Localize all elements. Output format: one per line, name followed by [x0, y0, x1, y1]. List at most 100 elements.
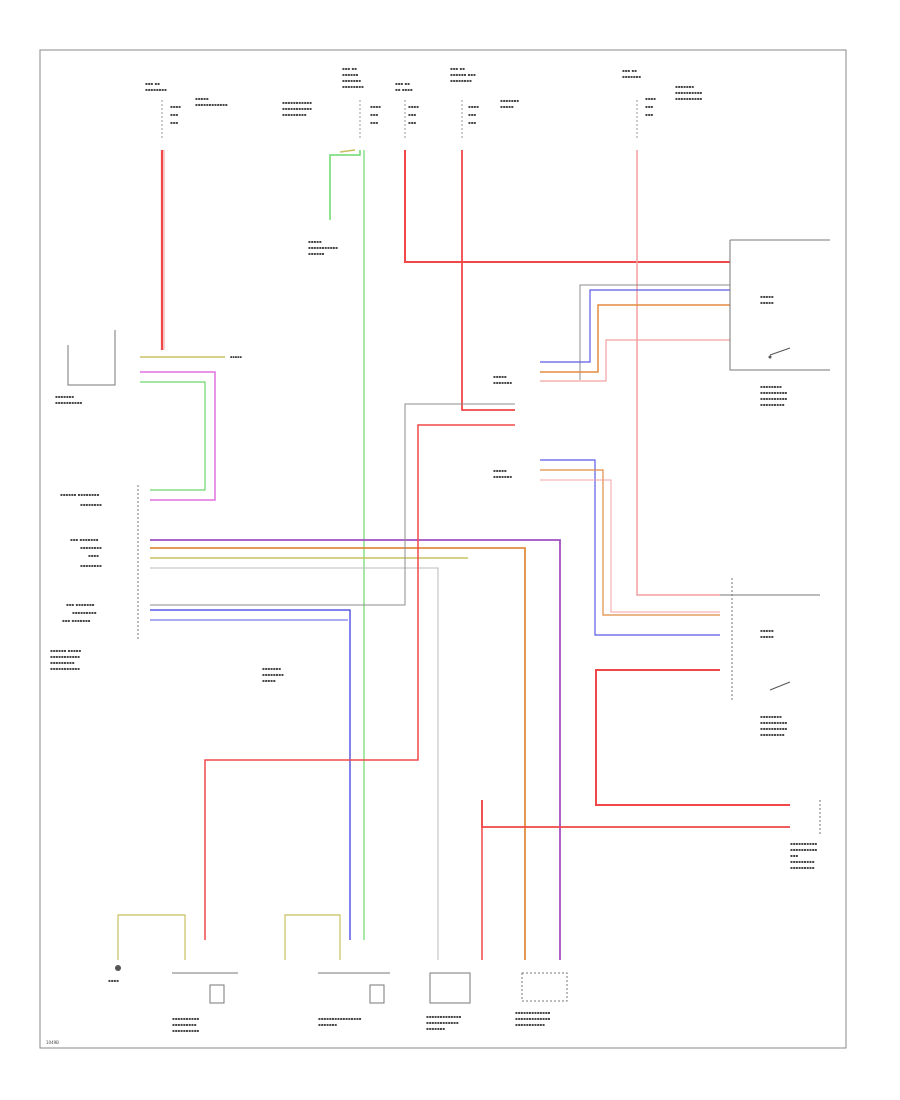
svg-text:▪▪▪▪▪▪ ▪▪▪▪▪▪▪▪: ▪▪▪▪▪▪ ▪▪▪▪▪▪▪▪ [60, 492, 100, 497]
svg-text:▪▪▪▪▪▪▪▪▪▪: ▪▪▪▪▪▪▪▪▪▪ [760, 720, 787, 725]
svg-text:▪▪▪▪: ▪▪▪▪ [170, 104, 181, 109]
svg-text:▪▪▪▪▪: ▪▪▪▪▪ [760, 294, 774, 299]
control-module: ▪▪▪▪▪▪ ▪▪▪▪▪▪▪▪▪▪▪▪▪▪▪▪ ▪▪▪ ▪▪▪▪▪▪▪▪▪▪▪▪… [50, 485, 139, 671]
svg-text:▪▪▪▪▪: ▪▪▪▪▪ [493, 374, 507, 379]
component-bottom-4: ▪▪▪▪▪▪▪▪▪▪▪▪▪▪▪▪▪▪▪▪▪▪▪▪▪▪▪▪▪▪▪▪▪▪▪▪▪ [515, 972, 568, 1027]
component-bottom-1: ▪▪▪▪▪▪▪▪▪▪▪▪▪▪▪▪▪▪▪▪▪▪▪▪▪▪▪▪▪ [172, 972, 238, 1033]
svg-text:▪▪▪ ▪▪: ▪▪▪ ▪▪ [342, 66, 357, 71]
svg-text:▪▪▪ ▪▪▪▪▪▪▪: ▪▪▪ ▪▪▪▪▪▪▪ [70, 537, 99, 542]
svg-text:▪▪▪▪▪▪▪▪: ▪▪▪▪▪▪▪▪ [80, 545, 102, 550]
svg-text:▪▪▪: ▪▪▪ [170, 112, 178, 117]
svg-text:▪▪▪▪▪▪ ▪▪▪▪▪: ▪▪▪▪▪▪ ▪▪▪▪▪ [50, 648, 81, 653]
svg-text:▪▪▪▪▪▪▪▪▪: ▪▪▪▪▪▪▪▪▪ [172, 1022, 197, 1027]
component-bottom-2: ▪▪▪▪▪▪▪▪▪▪▪▪▪▪▪▪▪▪▪▪▪▪▪ [318, 972, 390, 1027]
svg-text:▪▪▪▪▪▪▪▪▪▪▪▪▪: ▪▪▪▪▪▪▪▪▪▪▪▪▪ [426, 1014, 462, 1019]
ground-symbol: ▪▪▪▪ [108, 965, 121, 983]
svg-text:▪▪▪▪: ▪▪▪▪ [88, 553, 99, 558]
svg-text:▪▪▪ ▪▪: ▪▪▪ ▪▪ [395, 81, 410, 86]
svg-text:▪▪▪▪▪▪▪▪: ▪▪▪▪▪▪▪▪ [450, 78, 472, 83]
svg-text:▪▪▪▪▪▪▪▪▪▪: ▪▪▪▪▪▪▪▪▪▪ [790, 841, 817, 846]
svg-text:▪▪▪▪▪▪▪▪: ▪▪▪▪▪▪▪▪ [342, 84, 364, 89]
svg-text:▪▪▪▪▪▪▪▪▪▪▪▪: ▪▪▪▪▪▪▪▪▪▪▪▪ [195, 102, 228, 107]
svg-text:▪▪▪▪▪▪: ▪▪▪▪▪▪ [308, 251, 325, 256]
svg-text:▪▪▪▪▪▪▪▪▪: ▪▪▪▪▪▪▪▪▪ [282, 112, 307, 117]
svg-text:▪▪▪▪: ▪▪▪▪ [108, 978, 119, 983]
svg-text:▪▪▪▪▪▪▪▪▪▪: ▪▪▪▪▪▪▪▪▪▪ [790, 847, 817, 852]
wire-blue-relay-top [540, 289, 730, 363]
svg-text:▪▪▪▪▪▪▪▪▪: ▪▪▪▪▪▪▪▪▪ [50, 660, 75, 665]
svg-text:▪▪▪: ▪▪▪ [170, 120, 178, 125]
svg-text:▪▪▪▪▪: ▪▪▪▪▪ [493, 468, 507, 473]
svg-text:▪▪▪ ▪▪: ▪▪▪ ▪▪ [622, 68, 637, 73]
svg-text:▪▪▪: ▪▪▪ [790, 853, 798, 858]
svg-text:▪▪▪▪▪▪▪▪▪▪▪▪: ▪▪▪▪▪▪▪▪▪▪▪▪ [426, 1020, 459, 1025]
svg-text:▪▪▪▪▪▪▪▪▪▪: ▪▪▪▪▪▪▪▪▪▪ [760, 390, 787, 395]
svg-text:▪▪▪▪▪▪ ▪▪▪: ▪▪▪▪▪▪ ▪▪▪ [450, 72, 476, 77]
wire-red-relay-top [540, 339, 730, 382]
fuse-3: ▪▪▪ ▪▪▪▪ ▪▪▪▪ ▪▪▪▪▪▪▪▪▪▪ [395, 81, 419, 140]
svg-text:▪▪▪▪▪▪▪▪▪▪▪: ▪▪▪▪▪▪▪▪▪▪▪ [515, 1022, 545, 1027]
svg-text:▪▪▪: ▪▪▪ [408, 120, 416, 125]
svg-text:▪▪▪▪▪▪▪▪▪▪▪▪▪: ▪▪▪▪▪▪▪▪▪▪▪▪▪ [515, 1016, 551, 1021]
svg-text:▪▪▪▪▪▪▪▪▪: ▪▪▪▪▪▪▪▪▪ [760, 732, 785, 737]
component-bottom-3: ▪▪▪▪▪▪▪▪▪▪▪▪▪▪▪▪▪▪▪▪▪▪▪▪▪▪▪▪▪▪▪▪ [426, 972, 471, 1031]
junction-box-right: ▪▪▪▪▪▪▪▪▪▪▪▪▪▪▪▪▪▪▪▪▪▪▪▪▪▪▪▪▪▪▪▪▪▪▪▪▪▪▪▪… [790, 800, 821, 870]
svg-text:▪▪▪▪▪▪▪: ▪▪▪▪▪▪▪ [318, 1022, 337, 1027]
svg-text:▪▪▪▪▪▪▪▪▪▪: ▪▪▪▪▪▪▪▪▪▪ [675, 90, 702, 95]
svg-text:▪▪▪: ▪▪▪ [408, 112, 416, 117]
svg-text:▪▪▪▪▪▪▪▪▪▪: ▪▪▪▪▪▪▪▪▪▪ [760, 726, 787, 731]
svg-text:▪▪▪▪▪▪▪▪▪▪▪: ▪▪▪▪▪▪▪▪▪▪▪ [50, 654, 80, 659]
wire-red-relay-junction [595, 669, 790, 806]
svg-text:▪▪▪▪▪▪▪▪▪▪▪▪▪▪▪▪: ▪▪▪▪▪▪▪▪▪▪▪▪▪▪▪▪ [318, 1016, 362, 1021]
wire-violet-module [150, 539, 561, 960]
fuse-1: ▪▪▪ ▪▪▪▪▪▪▪▪▪▪ ▪▪▪▪▪▪▪▪▪▪ ▪▪▪▪▪▪▪▪▪▪▪▪▪▪… [145, 81, 228, 140]
diagram-frame [39, 49, 847, 1049]
wire-red-fuse3 [404, 150, 730, 263]
fuse-5: ▪▪▪ ▪▪▪▪▪▪▪▪▪ ▪▪▪▪▪▪▪▪▪▪ ▪▪▪▪▪▪▪▪▪▪▪▪▪▪▪… [622, 68, 702, 140]
wire-gray-relay-top [579, 284, 730, 380]
svg-text:▪▪▪: ▪▪▪ [468, 120, 476, 125]
wire-yellow-bottom-mid [284, 914, 341, 960]
svg-text:▪▪▪▪▪▪▪: ▪▪▪▪▪▪▪ [262, 666, 281, 671]
svg-text:▪▪▪▪: ▪▪▪▪ [645, 96, 656, 101]
svg-text:▪▪▪▪▪: ▪▪▪▪▪ [230, 355, 242, 359]
svg-text:▪▪▪▪▪▪▪▪: ▪▪▪▪▪▪▪▪ [80, 563, 102, 568]
svg-text:▪▪▪▪▪: ▪▪▪▪▪ [195, 96, 209, 101]
svg-text:▪▪▪: ▪▪▪ [370, 112, 378, 117]
wire-blue-battery [540, 459, 720, 636]
svg-text:▪▪▪: ▪▪▪ [370, 120, 378, 125]
svg-text:▪▪▪▪▪▪▪: ▪▪▪▪▪▪▪ [426, 1026, 445, 1031]
svg-text:▪▪▪▪▪▪▪▪: ▪▪▪▪▪▪▪▪ [262, 672, 284, 677]
svg-text:▪▪▪▪▪▪▪: ▪▪▪▪▪▪▪ [500, 98, 519, 103]
wire-yellow-fuse2 [339, 149, 356, 153]
svg-text:▪▪▪▪▪▪▪▪▪▪: ▪▪▪▪▪▪▪▪▪▪ [172, 1016, 199, 1021]
wire-orange-battery [540, 469, 720, 616]
wire-green-ign [140, 381, 206, 491]
svg-text:▪▪▪▪▪▪▪▪▪▪▪: ▪▪▪▪▪▪▪▪▪▪▪ [308, 245, 338, 250]
svg-text:▪▪▪▪▪: ▪▪▪▪▪ [262, 678, 276, 683]
svg-text:▪▪▪▪▪: ▪▪▪▪▪ [500, 104, 514, 109]
wire-yellow-bottom-left [117, 914, 186, 960]
svg-text:▪▪▪▪▪▪▪▪▪▪: ▪▪▪▪▪▪▪▪▪▪ [675, 96, 702, 101]
svg-text:▪▪▪▪▪▪▪: ▪▪▪▪▪▪▪ [55, 394, 74, 399]
svg-text:▪▪▪▪▪▪▪▪▪▪: ▪▪▪▪▪▪▪▪▪▪ [172, 1028, 199, 1033]
svg-text:▪▪▪▪▪▪▪: ▪▪▪▪▪▪▪ [493, 380, 512, 385]
svg-text:▪▪▪▪▪▪▪: ▪▪▪▪▪▪▪ [493, 474, 512, 479]
wire-red-battery [540, 479, 720, 613]
svg-text:▪▪▪▪▪▪▪▪▪▪▪: ▪▪▪▪▪▪▪▪▪▪▪ [282, 100, 312, 105]
svg-text:▪▪▪ ▪▪: ▪▪▪ ▪▪ [450, 66, 465, 71]
svg-text:▪▪▪: ▪▪▪ [645, 112, 653, 117]
svg-text:▪▪▪▪▪▪▪▪: ▪▪▪▪▪▪▪▪ [760, 384, 782, 389]
wire-red-fuse4 [461, 150, 515, 411]
svg-text:▪▪▪▪▪▪: ▪▪▪▪▪▪ [342, 72, 359, 77]
corner-code: 1049B [46, 1040, 59, 1045]
wire-magenta-ign [140, 371, 216, 501]
svg-text:▪▪▪▪▪▪▪: ▪▪▪▪▪▪▪ [622, 74, 641, 79]
fuse-2: ▪▪▪ ▪▪▪▪▪▪▪▪▪▪▪▪▪▪▪▪▪▪▪▪▪▪▪ ▪▪▪▪▪▪▪▪▪▪ ▪… [282, 66, 381, 140]
wire-orange-module [150, 547, 526, 960]
wire-gray-module [150, 567, 439, 960]
svg-text:▪▪▪▪▪▪▪▪▪▪: ▪▪▪▪▪▪▪▪▪▪ [55, 400, 82, 405]
svg-text:▪▪▪▪▪: ▪▪▪▪▪ [760, 300, 774, 305]
svg-text:▪▪▪ ▪▪▪▪▪▪▪: ▪▪▪ ▪▪▪▪▪▪▪ [66, 602, 95, 607]
